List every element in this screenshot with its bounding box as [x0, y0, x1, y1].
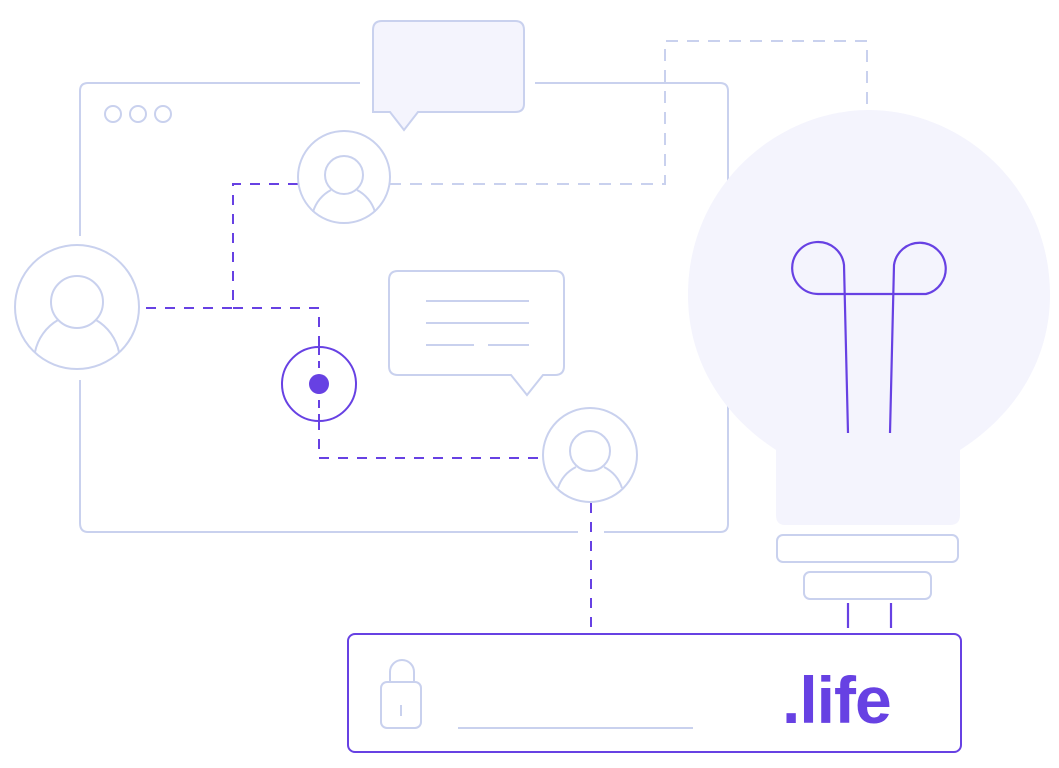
domain-suffix: .life — [782, 663, 892, 737]
user-avatar-bottom — [542, 407, 638, 503]
bulb-base-1 — [776, 534, 959, 563]
user-avatar-left — [14, 244, 140, 370]
user-avatar-top — [297, 130, 391, 224]
lock-icon — [380, 659, 422, 729]
target-node — [281, 346, 357, 422]
window-dot-3 — [154, 105, 172, 123]
dashed-connector-purple — [139, 183, 592, 632]
window-dot-2 — [129, 105, 147, 123]
filament — [791, 240, 947, 434]
chat-bubble-message — [388, 270, 565, 397]
chat-bubble-top — [372, 20, 525, 132]
lightbulb-icon — [688, 110, 1050, 628]
window-dot-1 — [104, 105, 122, 123]
bulb-base-2 — [803, 571, 932, 600]
address-bar — [347, 633, 962, 753]
